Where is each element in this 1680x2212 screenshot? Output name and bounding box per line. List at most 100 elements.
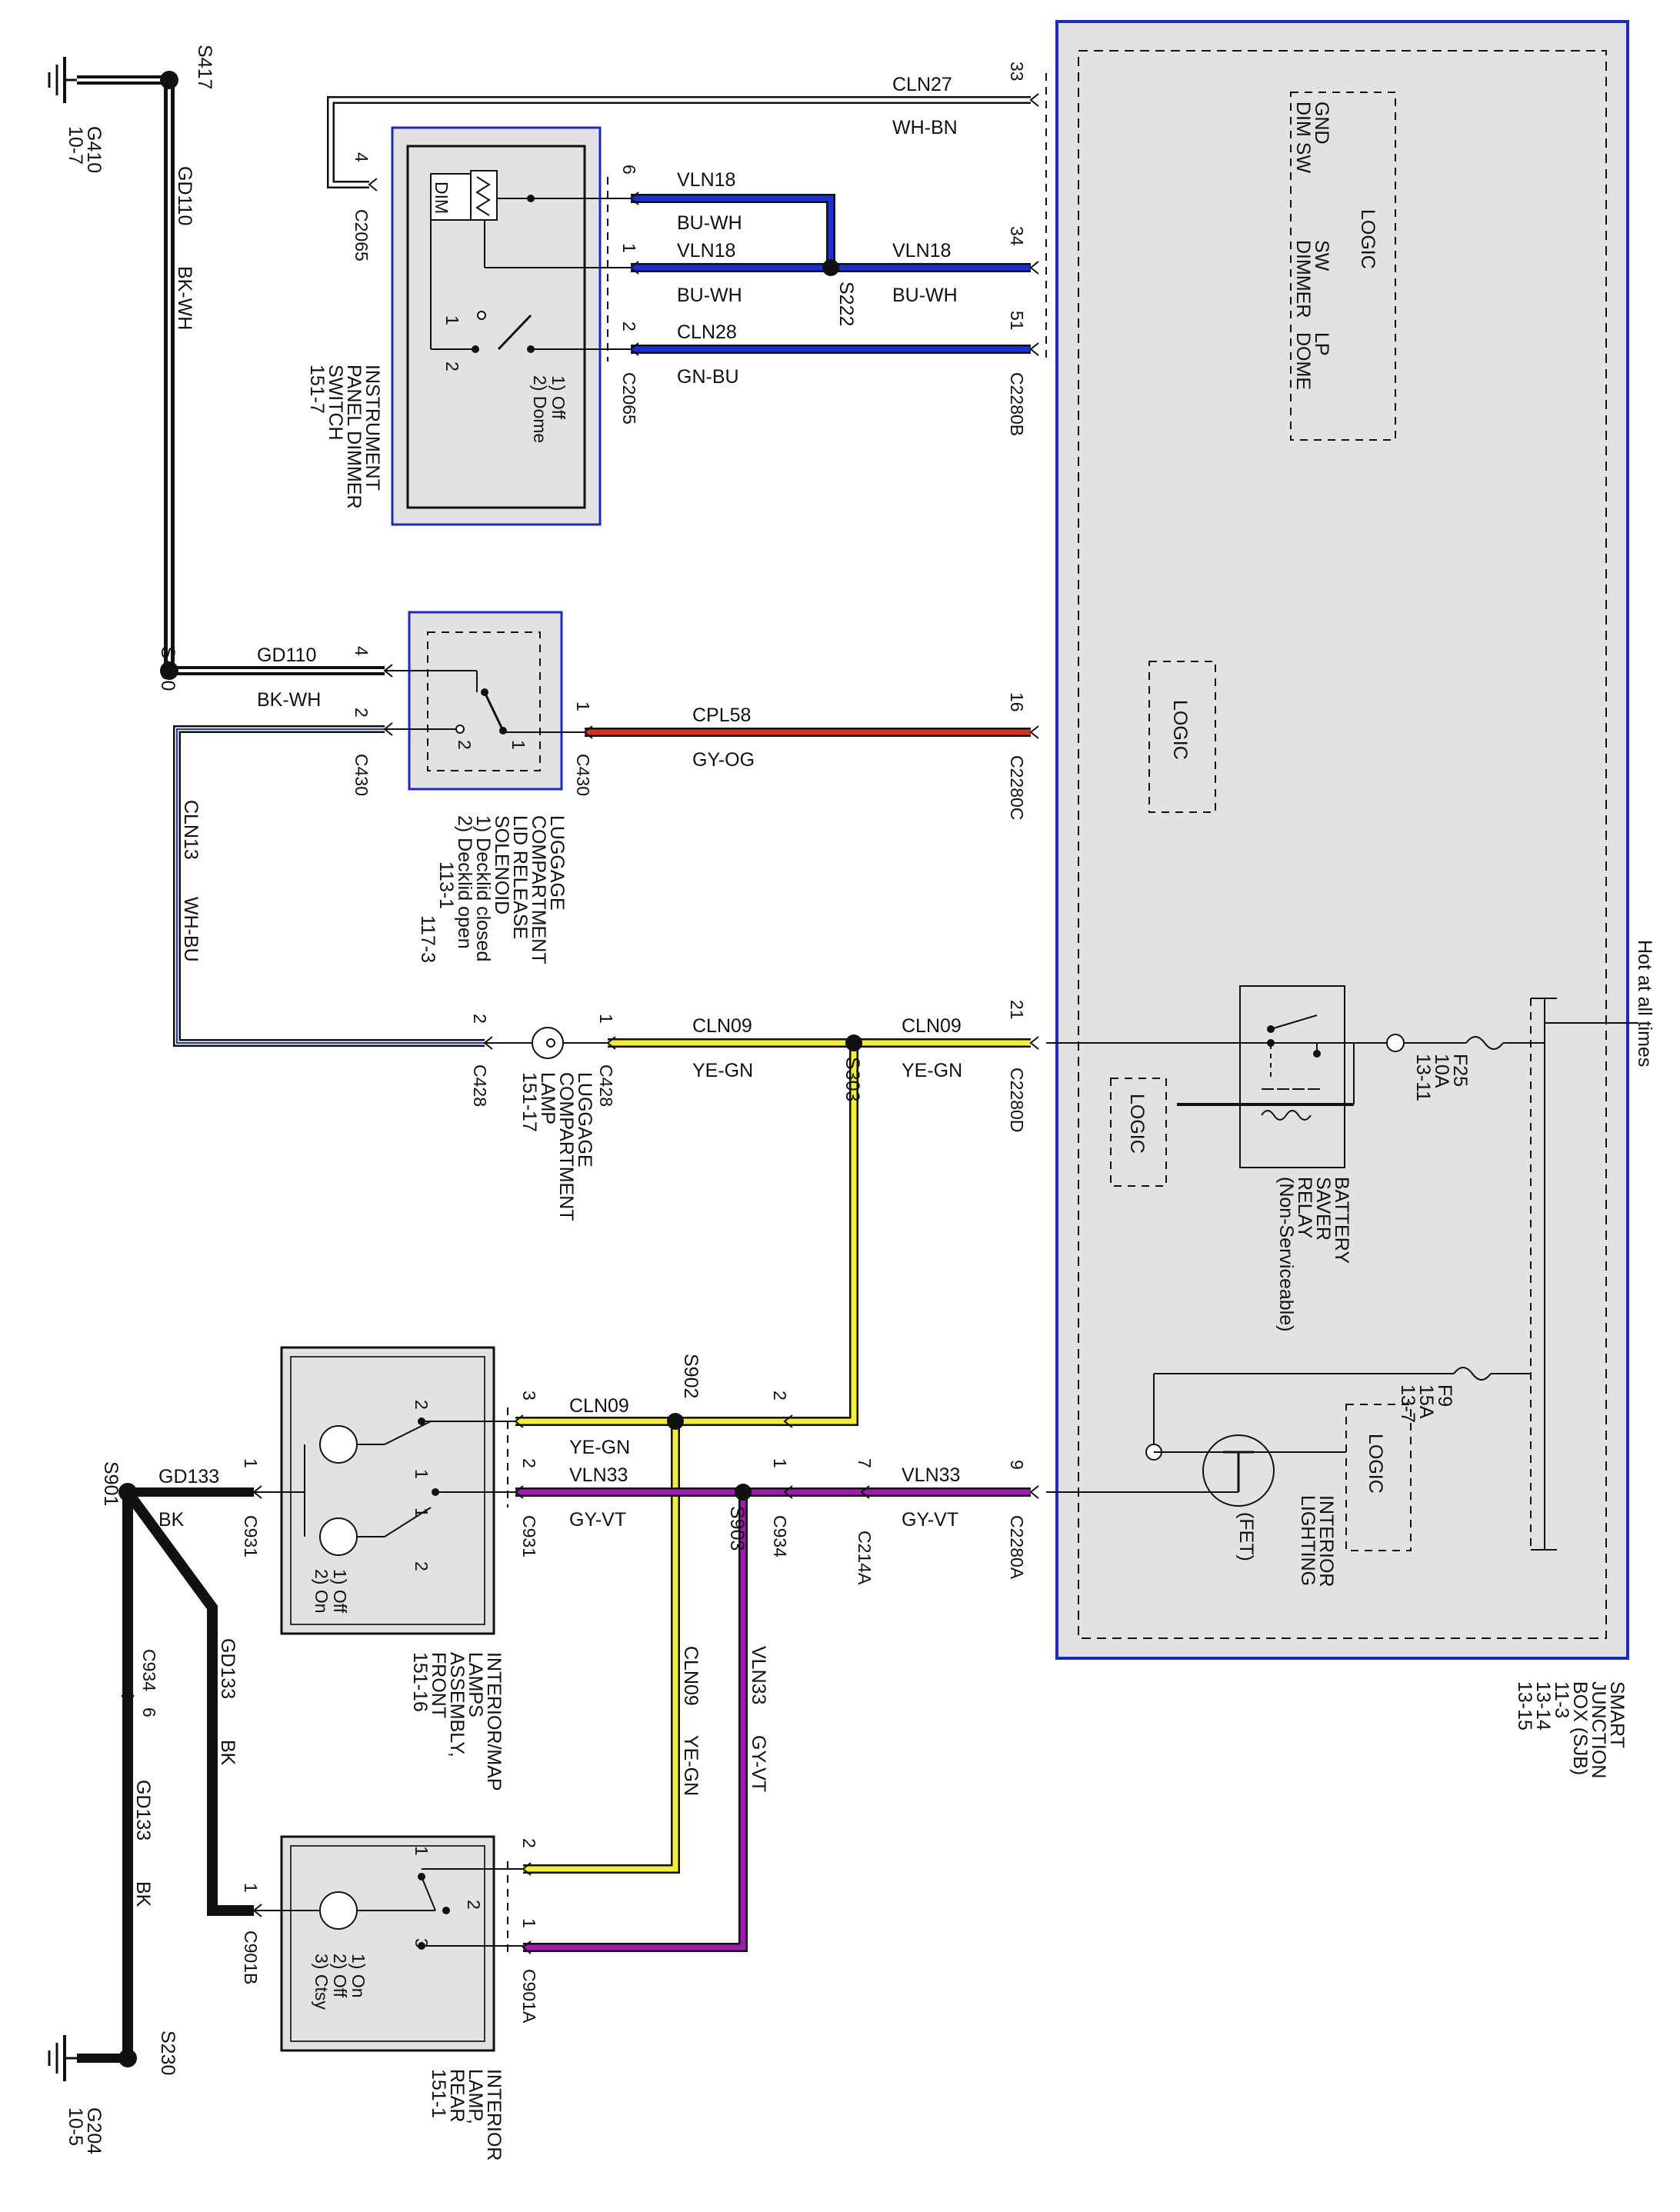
svg-text:YE-GN: YE-GN <box>680 1735 702 1796</box>
svg-text:1) Off: 1) Off <box>330 1569 350 1614</box>
svg-text:151-17: 151-17 <box>518 1072 540 1132</box>
svg-text:13-15: 13-15 <box>1514 1681 1535 1731</box>
svg-text:10-5: 10-5 <box>65 2107 86 2146</box>
svg-text:2: 2 <box>770 1391 790 1401</box>
svg-text:7: 7 <box>855 1458 875 1468</box>
svg-text:1: 1 <box>519 1918 539 1928</box>
svg-text:1: 1 <box>573 701 593 711</box>
svg-text:LUGGAGE: LUGGAGE <box>546 815 568 911</box>
svg-text:C2065: C2065 <box>619 372 639 425</box>
svg-text:1: 1 <box>241 1458 261 1468</box>
svg-text:1) On: 1) On <box>348 1954 368 1998</box>
svg-text:CLN09: CLN09 <box>680 1646 702 1706</box>
svg-text:GY-VT: GY-VT <box>569 1509 626 1531</box>
svg-text:YE-GN: YE-GN <box>902 1060 962 1081</box>
svg-text:VLN33: VLN33 <box>748 1646 769 1704</box>
svg-text:21: 21 <box>1007 1000 1027 1020</box>
svg-text:VLN18: VLN18 <box>677 240 735 262</box>
svg-text:C931: C931 <box>241 1515 261 1557</box>
svg-text:113-1: 113-1 <box>435 861 457 909</box>
splice-s901 <box>118 1483 137 1501</box>
svg-text:117-3: 117-3 <box>417 915 438 963</box>
svg-text:SW: SW <box>1311 240 1332 272</box>
svg-text:RELAY: RELAY <box>1294 1177 1315 1238</box>
splice-s417 <box>160 71 178 89</box>
splices: S222 S303 S902 S903 S417 S400 S901 S230 <box>100 45 863 2075</box>
svg-text:INTERIOR: INTERIOR <box>1315 1495 1337 1587</box>
svg-text:C2280B: C2280B <box>1007 372 1027 436</box>
svg-text:2: 2 <box>412 1400 432 1410</box>
svg-text:C934: C934 <box>139 1649 159 1691</box>
svg-text:GN-BU: GN-BU <box>677 366 739 388</box>
logic-box-c2280c <box>1148 661 1216 813</box>
battery-saver-relay <box>1239 985 1345 1168</box>
svg-text:151-7: 151-7 <box>306 365 328 414</box>
svg-text:10-7: 10-7 <box>65 126 86 165</box>
splice-s230 <box>118 2049 137 2067</box>
svg-text:2: 2 <box>619 321 639 331</box>
connector-arrows <box>121 93 1039 1954</box>
svg-text:F9: F9 <box>1434 1384 1455 1407</box>
svg-text:151-16: 151-16 <box>409 1652 431 1712</box>
svg-text:ASSEMBLY,: ASSEMBLY, <box>446 1652 468 1757</box>
splice-s222 <box>822 259 839 276</box>
svg-text:1) Off: 1) Off <box>548 375 568 420</box>
svg-text:C931: C931 <box>519 1515 539 1557</box>
svg-text:C428: C428 <box>470 1064 490 1107</box>
svg-text:2: 2 <box>519 1838 539 1848</box>
svg-text:LAMP,: LAMP, <box>465 2069 486 2124</box>
svg-text:2: 2 <box>519 1458 539 1468</box>
instrument-panel-dimmer-switch: DIM 1 2 1) Off 2) Dome INSTRUMENT PANEL … <box>306 126 631 526</box>
svg-text:CLN27: CLN27 <box>892 74 952 95</box>
svg-text:GND: GND <box>1311 102 1332 145</box>
svg-text:VLN33: VLN33 <box>569 1464 628 1486</box>
svg-text:BK: BK <box>132 1881 154 1907</box>
svg-text:CLN09: CLN09 <box>569 1395 629 1417</box>
svg-text:GD133: GD133 <box>132 1780 154 1841</box>
logic-label-top: LOGIC <box>1357 209 1378 269</box>
wires <box>77 75 1031 2063</box>
svg-text:C430: C430 <box>352 754 372 796</box>
svg-text:(Non-Serviceable): (Non-Serviceable) <box>1275 1177 1297 1331</box>
logic-box-top <box>1290 92 1396 441</box>
svg-text:LP: LP <box>1311 332 1332 356</box>
svg-text:2: 2 <box>412 1561 432 1571</box>
svg-text:3: 3 <box>519 1391 539 1401</box>
svg-text:SWITCH: SWITCH <box>325 365 346 441</box>
svg-text:LAMP: LAMP <box>537 1072 558 1124</box>
svg-text:VLN18: VLN18 <box>677 169 735 191</box>
svg-text:C934: C934 <box>770 1515 790 1557</box>
svg-text:2: 2 <box>352 708 372 718</box>
svg-text:13-11: 13-11 <box>1412 1054 1434 1101</box>
svg-text:CPL58: CPL58 <box>692 705 751 726</box>
svg-text:GD110: GD110 <box>257 645 316 666</box>
svg-text:2: 2 <box>464 1900 484 1910</box>
svg-text:(FET): (FET) <box>1235 1512 1257 1561</box>
svg-text:S222: S222 <box>835 281 857 326</box>
ground-g204: G204 10-5 <box>48 2035 105 2154</box>
svg-text:BK-WH: BK-WH <box>257 689 321 711</box>
svg-text:16: 16 <box>1007 692 1027 712</box>
svg-text:2: 2 <box>442 361 462 371</box>
svg-text:1: 1 <box>412 1846 432 1856</box>
fuse-f9 <box>1453 1367 1492 1381</box>
svg-text:2: 2 <box>455 740 475 750</box>
hot-at-all-times-label: Hot at all times <box>1634 940 1655 1067</box>
svg-text:INTERIOR/MAP: INTERIOR/MAP <box>483 1652 505 1791</box>
svg-text:GD133: GD133 <box>217 1638 238 1699</box>
svg-text:2: 2 <box>470 1014 490 1024</box>
svg-text:BU-WH: BU-WH <box>677 285 742 306</box>
svg-text:LOGIC: LOGIC <box>1365 1434 1386 1494</box>
svg-text:DIMMER: DIMMER <box>1292 240 1314 318</box>
svg-text:2) On: 2) On <box>312 1569 332 1614</box>
svg-text:VLN33: VLN33 <box>902 1464 960 1486</box>
svg-text:3: 3 <box>412 1938 432 1948</box>
svg-text:GY-VT: GY-VT <box>748 1735 769 1792</box>
svg-text:LOGIC: LOGIC <box>1126 1094 1148 1154</box>
svg-text:6: 6 <box>139 1707 159 1717</box>
bulb-icon <box>319 1891 358 1930</box>
grounds: G410 10-7 G204 10-5 <box>48 57 105 2154</box>
svg-text:1: 1 <box>412 1469 432 1479</box>
sjb-name: SMART <box>1606 1681 1628 1748</box>
